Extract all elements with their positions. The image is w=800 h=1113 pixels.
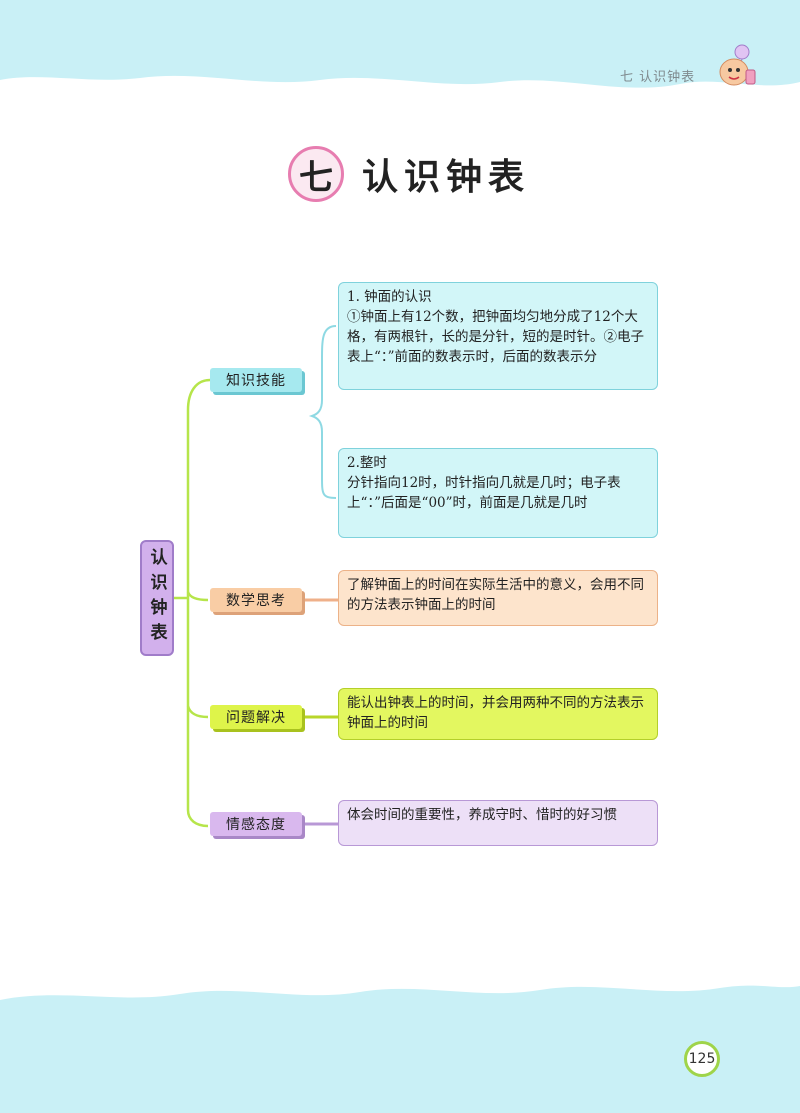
thinking-content: 了解钟面上的时间在实际生活中的意义，会用不同的方法表示钟面上的时间 — [338, 570, 658, 626]
knowledge-item-heading: 2.整时 — [347, 455, 387, 471]
mindmap-root: 认识钟表 — [140, 540, 174, 656]
knowledge-item-body: ①钟面上有12个数，把钟面均匀地分成了12个大格，有两根针，长的是分针，短的是时… — [347, 309, 644, 365]
mindmap-root-label: 认识钟表 — [146, 548, 167, 648]
knowledge-item-clock-face: 1. 钟面的认识 ①钟面上有12个数，把钟面均匀地分成了12个大格，有两根针，长… — [338, 282, 658, 390]
trunk-branch-2 — [186, 591, 209, 602]
page-title: 认识钟表 — [362, 157, 531, 198]
knowledge-item-whole-hour: 2.整时 分针指向12时，时针指向几就是几时；电子表上“：”后面是“00”时，前… — [338, 448, 658, 538]
chapter-header: 七 认识钟表 — [620, 70, 696, 85]
knowledge-brace — [308, 325, 337, 499]
branch-label-attitude: 情感态度 — [210, 812, 302, 836]
top-wave — [0, 0, 800, 88]
problem-content: 能认出钟表上的时间，并会用两种不同的方法表示钟面上的时间 — [338, 688, 658, 740]
branch-label-thinking: 数学思考 — [210, 588, 302, 612]
attitude-content: 体会时间的重要性，养成守时、惜时的好习惯 — [338, 800, 658, 846]
chapter-number-badge: 七 — [288, 146, 344, 202]
knowledge-item-heading: 1. 钟面的认识 — [347, 289, 432, 305]
branch-label-knowledge: 知识技能 — [210, 368, 302, 392]
bottom-wave — [0, 985, 800, 1113]
mascot-icon — [719, 44, 756, 86]
knowledge-item-body: 分针指向12时，时针指向几就是几时；电子表上“：”后面是“00”时，前面是几就是… — [347, 475, 621, 511]
branch-label-problem: 问题解决 — [210, 705, 302, 729]
mindmap-trunk — [186, 378, 211, 828]
trunk-branch-3 — [186, 705, 209, 719]
page-number: 125 — [684, 1041, 720, 1077]
